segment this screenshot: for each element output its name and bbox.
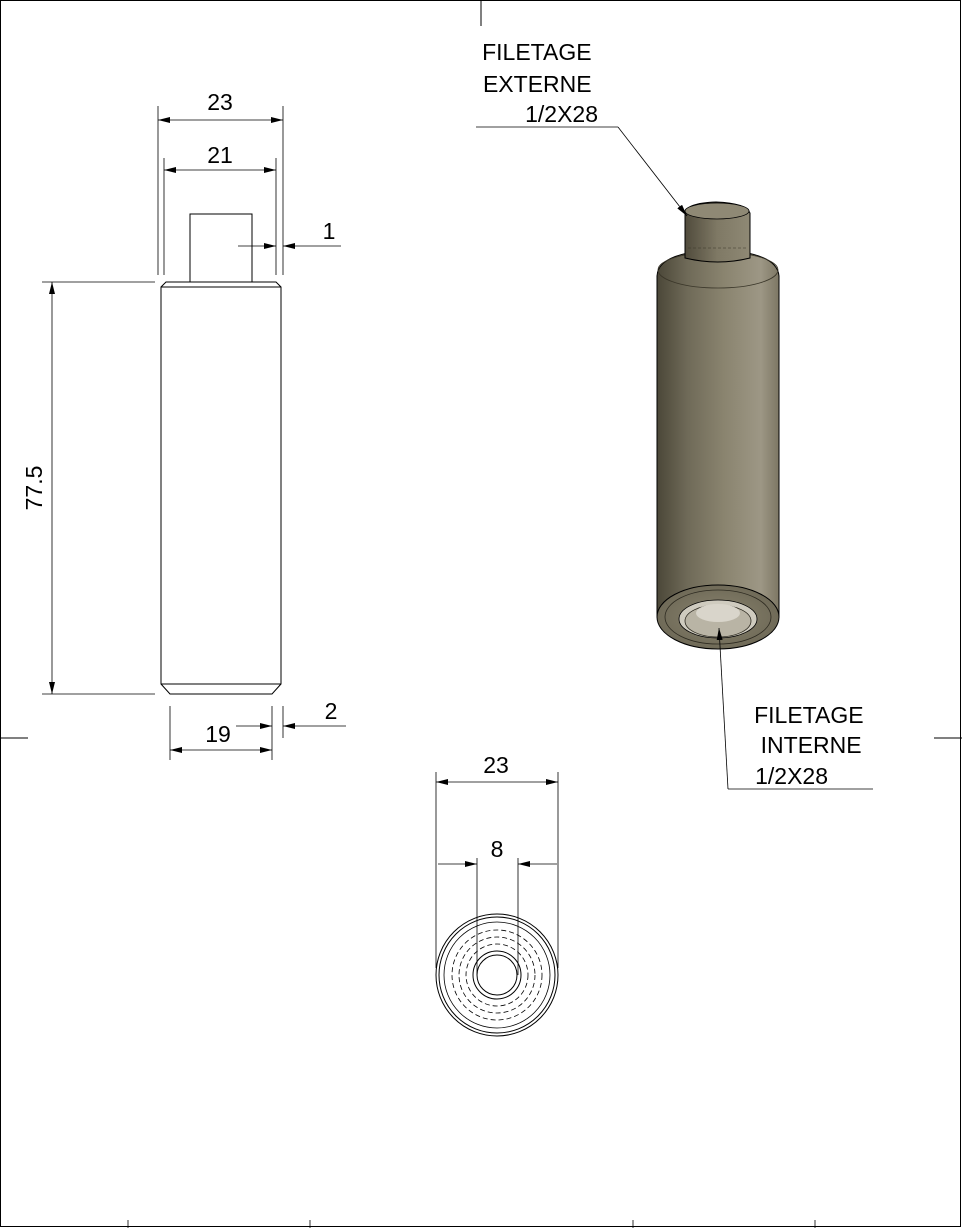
dim-length: 77.5 <box>21 466 47 511</box>
side-view: 23 21 1 77.5 19 2 <box>21 89 346 760</box>
note-internal-line-1: FILETAGE <box>754 702 864 728</box>
note-external-line-1: FILETAGE <box>482 39 592 65</box>
dim-chamfer-top: 1 <box>323 218 336 244</box>
note-external-line-2: EXTERNE <box>483 71 592 97</box>
note-internal-thread: FILETAGE INTERNE 1/2X28 <box>754 702 870 789</box>
note-external-thread: FILETAGE EXTERNE 1/2X28 <box>482 39 598 127</box>
end-view: 23 8 <box>435 752 559 1037</box>
end-view-outer-circle <box>435 913 559 1037</box>
note-external-line-3: 1/2X28 <box>525 101 598 127</box>
dim-overall-width: 23 <box>207 89 233 115</box>
side-view-stud <box>189 213 253 283</box>
dim-chamfer-bottom: 2 <box>325 698 338 724</box>
end-view-bore <box>476 954 518 996</box>
iso-body <box>656 249 780 618</box>
note-internal-line-2: INTERNE <box>761 732 862 758</box>
note-internal-line-3: 1/2X28 <box>755 763 828 789</box>
dim-thread-width: 21 <box>207 142 233 168</box>
isometric-view: FILETAGE EXTERNE 1/2X28 FILETAGE INTERNE… <box>476 39 873 790</box>
dim-bottom-width: 19 <box>205 721 231 747</box>
side-view-body <box>160 281 282 695</box>
dim-outer-diameter: 23 <box>483 752 509 778</box>
dim-bore-diameter: 8 <box>491 836 504 862</box>
